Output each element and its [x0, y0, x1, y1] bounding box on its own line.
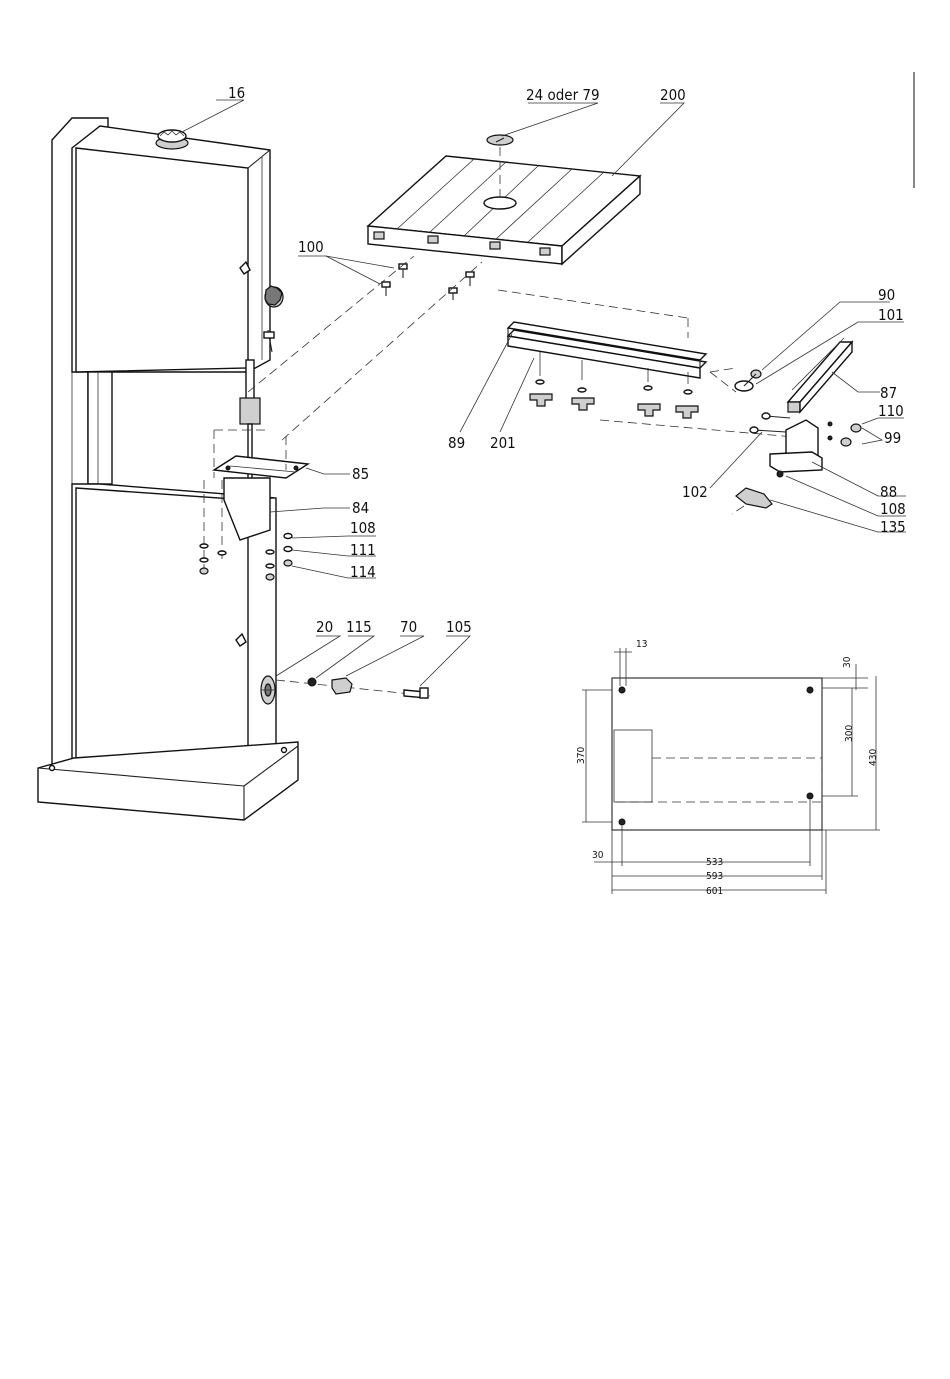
dim-593: 593 [706, 871, 723, 882]
label-105: 105 [446, 618, 472, 636]
label-115: 115 [346, 618, 372, 636]
label-99: 99 [884, 429, 901, 447]
label-108-b: 108 [880, 500, 906, 518]
label-20: 20 [316, 618, 333, 636]
table-bracket-85 [214, 456, 308, 478]
label-200: 200 [660, 86, 686, 104]
label-201: 201 [490, 434, 516, 452]
footprint-drawing: 13 30 370 300 430 30 533 593 601 [576, 639, 880, 897]
dim-30-left: 30 [592, 850, 604, 861]
screws-100 [382, 264, 474, 300]
fence-bracket-88 [770, 420, 822, 477]
label-135: 135 [880, 518, 906, 536]
handwheel-20 [261, 676, 275, 704]
label-90: 90 [878, 286, 895, 304]
dim-13: 13 [636, 639, 647, 650]
side-knob-upper [265, 286, 283, 307]
rip-fence-87 [788, 338, 852, 412]
dim-601: 601 [706, 886, 723, 897]
label-89: 89 [448, 434, 465, 452]
fence-part-101 [735, 370, 761, 391]
label-85: 85 [352, 465, 369, 483]
label-101: 101 [878, 306, 904, 324]
label-84: 84 [352, 499, 369, 517]
dim-30-top: 30 [842, 656, 853, 668]
dim-370: 370 [576, 747, 587, 764]
label-100: 100 [298, 238, 324, 256]
label-114: 114 [350, 563, 376, 581]
label-70: 70 [400, 618, 417, 636]
part-labels: 16 24 oder 79 200 100 90 101 87 110 99 8… [228, 84, 906, 636]
tension-knob-16 [156, 130, 188, 149]
dim-533: 533 [706, 857, 723, 868]
label-102: 102 [682, 483, 708, 501]
saw-table-200 [368, 135, 640, 264]
label-87: 87 [880, 384, 897, 402]
lock-parts-115-70-105 [276, 678, 430, 698]
label-111: 111 [350, 541, 376, 559]
dim-430: 430 [868, 749, 879, 766]
fence-rail-89-201 [508, 322, 706, 418]
label-88: 88 [880, 483, 897, 501]
label-110: 110 [878, 402, 904, 420]
band-saw-body [38, 118, 308, 820]
clamp-lever-135 [732, 488, 772, 514]
label-108-a: 108 [350, 519, 376, 537]
dim-300: 300 [844, 725, 855, 742]
label-24-oder-79: 24 oder 79 [526, 86, 600, 104]
label-16: 16 [228, 84, 245, 102]
